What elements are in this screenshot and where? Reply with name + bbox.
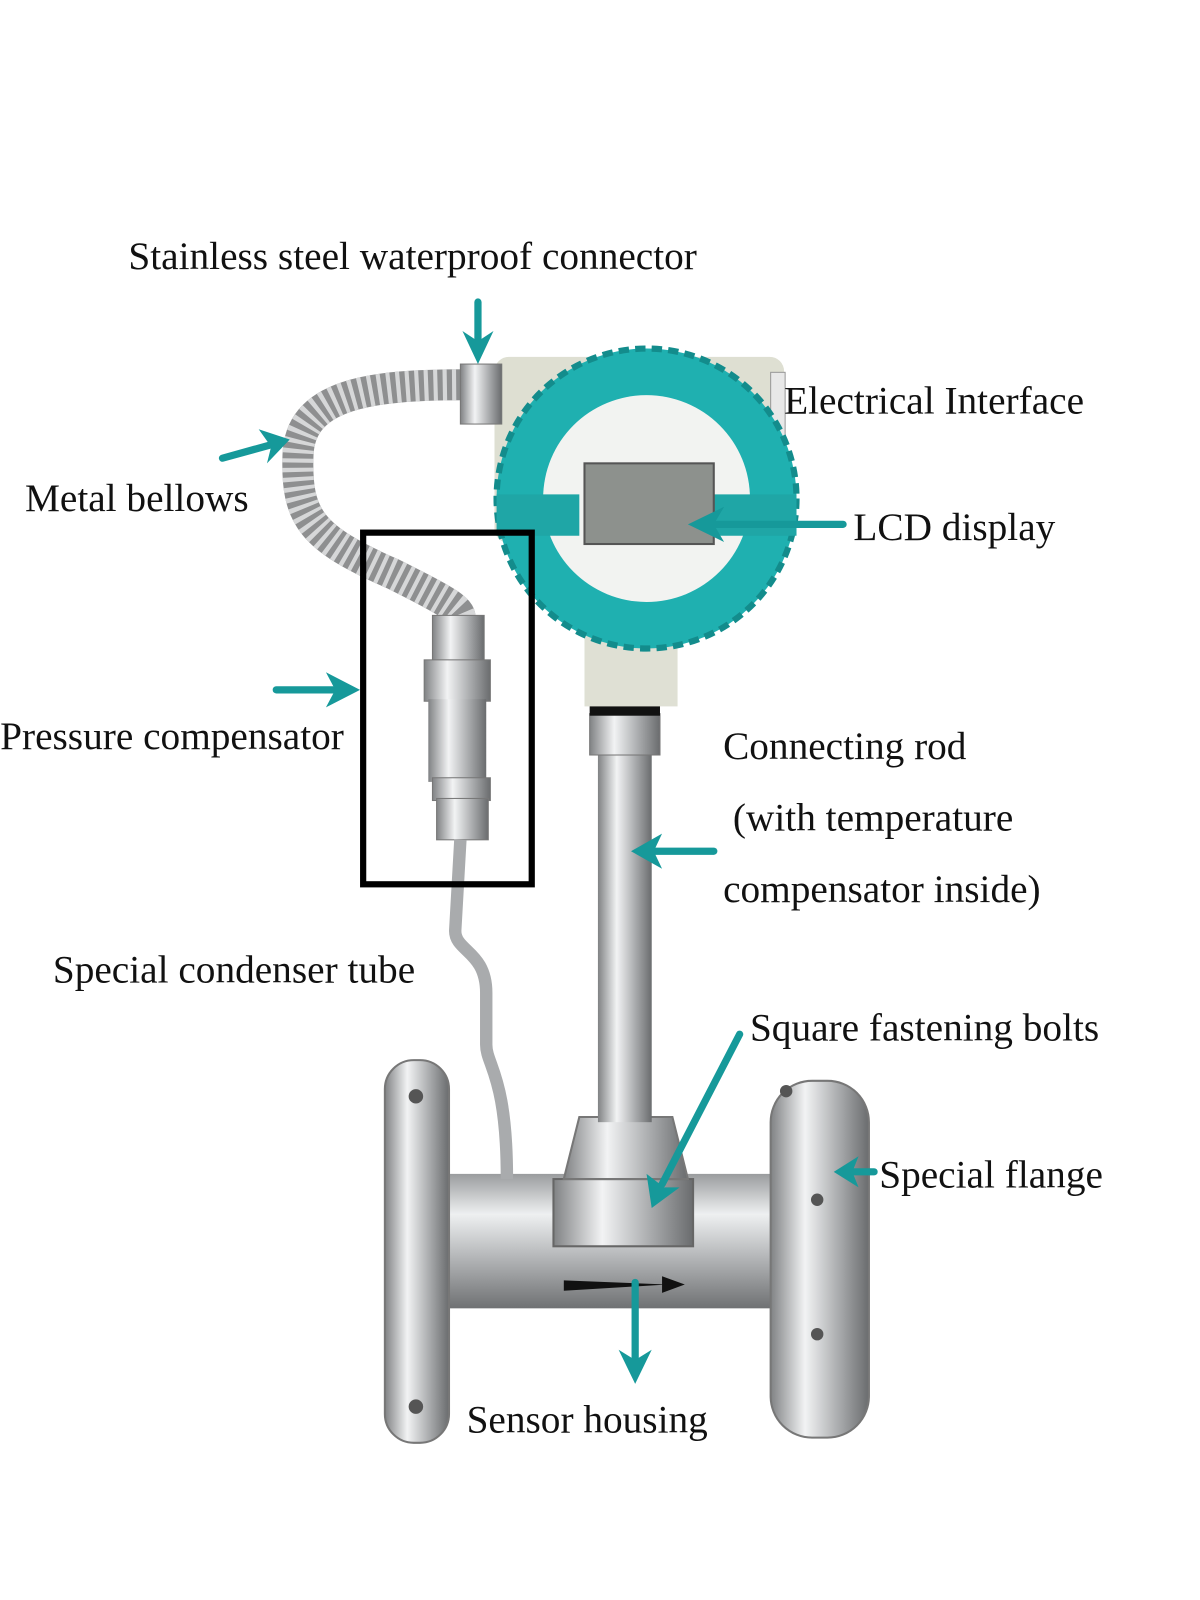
waterproof-connector-nut xyxy=(459,363,503,425)
label-pressure-compensator: Pressure compensator xyxy=(0,714,344,758)
flange-arrow-icon xyxy=(833,1156,878,1188)
label-connecting-rod-line3: compensator inside) xyxy=(723,867,1041,911)
lcd-screen xyxy=(583,462,715,546)
callout-arrows xyxy=(218,298,878,1384)
connecting-rod xyxy=(597,749,652,1123)
metal-bellows xyxy=(282,369,476,626)
bolts-arrow-icon xyxy=(646,1030,744,1209)
right-flange xyxy=(769,1079,870,1439)
condenser-tube xyxy=(448,839,514,1180)
left-flange xyxy=(383,1059,451,1444)
flow-direction-arrow xyxy=(563,1280,668,1291)
label-fastening-bolts: Square fastening bolts xyxy=(750,1005,1099,1049)
rod-arrow-icon xyxy=(631,833,718,869)
label-connecting-rod-line2: (with temperature xyxy=(723,796,1013,840)
connector-arrow-icon xyxy=(462,298,494,365)
label-waterproof-connector: Stainless steel waterproof connector xyxy=(128,234,697,278)
label-lcd-display: LCD display xyxy=(853,505,1055,549)
pressure-compensator-part xyxy=(423,614,491,841)
label-special-flange: Special flange xyxy=(879,1152,1103,1196)
label-metal-bellows: Metal bellows xyxy=(25,476,249,520)
bellows-arrow-icon xyxy=(218,429,290,464)
lcd-arrow-icon xyxy=(687,506,847,542)
pressure-arrow-icon xyxy=(272,672,361,708)
sensor-arrow-icon xyxy=(618,1278,652,1384)
label-condenser-tube: Special condenser tube xyxy=(53,948,415,992)
label-sensor-housing: Sensor housing xyxy=(467,1397,708,1441)
label-connecting-rod: Connecting rod xyxy=(723,724,967,768)
pressure-compensator-highlight-box xyxy=(360,529,535,888)
label-electrical-interface: Electrical Interface xyxy=(784,379,1084,423)
